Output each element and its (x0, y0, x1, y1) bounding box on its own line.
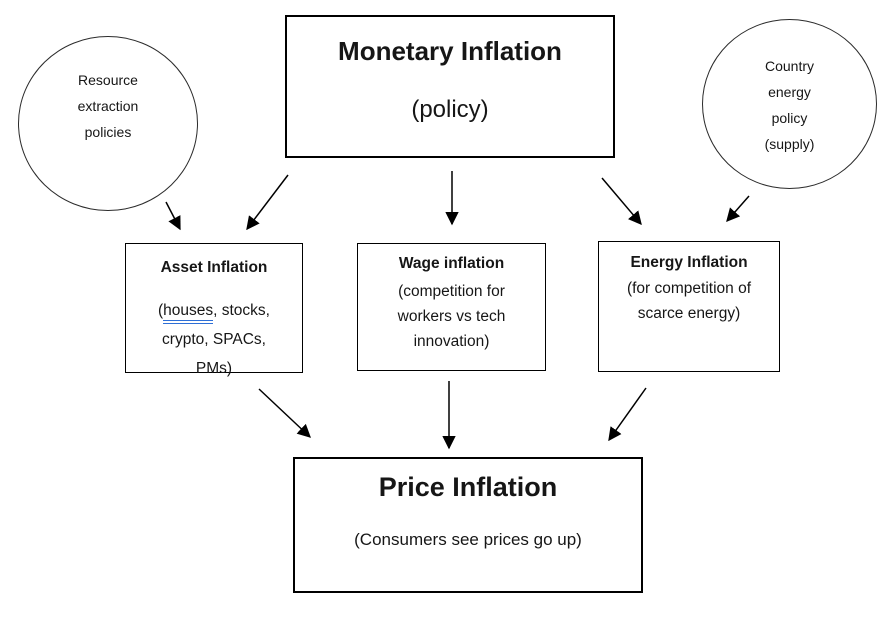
resource-circle-line: extraction (77, 98, 139, 114)
wage-inflation-body: (competition for workers vs tech innovat… (358, 279, 545, 354)
asset-line1-post: , stocks, (213, 302, 270, 319)
monetary-inflation-box: Monetary Inflation (policy) (285, 15, 615, 158)
country-energy-circle: Country energy policy (supply) (702, 19, 877, 189)
resource-circle-line: Resource (78, 72, 138, 88)
asset-line1-pre: ( (157, 302, 164, 319)
asset-body-line2: crypto, SPACs, (162, 331, 266, 348)
resource-circle-line: policies (84, 124, 132, 140)
asset-body-line3: PMs) (195, 360, 233, 377)
arrow-country-to-energy (726, 195, 750, 223)
energy-inflation-title: Energy Inflation (630, 254, 748, 271)
energy-body-line: scarce energy) (637, 305, 741, 322)
country-circle-line: Country (764, 58, 815, 74)
price-inflation-title: Price Inflation (378, 472, 558, 502)
arrow-asset-to-price (258, 388, 311, 438)
asset-inflation-title: Asset Inflation (160, 259, 268, 276)
arrow-monetary-to-energy (601, 177, 642, 226)
arrow-resource-to-asset (165, 201, 181, 231)
monetary-inflation-title: Monetary Inflation (338, 36, 562, 66)
wage-body-line: workers vs tech (397, 308, 506, 325)
arrow-monetary-to-asset (246, 174, 289, 231)
resource-extraction-circle: Resource extraction policies (18, 36, 198, 211)
wage-body-line: (competition for (398, 283, 505, 300)
energy-inflation-body: (for competition of scarce energy) (599, 276, 779, 326)
country-circle-line: policy (771, 110, 808, 126)
price-inflation-subtitle: (Consumers see prices go up) (354, 530, 582, 549)
country-circle-line: (supply) (764, 136, 815, 152)
wage-inflation-title: Wage inflation (398, 255, 505, 272)
asset-underlined-word: houses (163, 301, 214, 324)
country-circle-line: energy (768, 84, 811, 100)
asset-inflation-box: Asset Inflation (houses, stocks, crypto,… (125, 243, 303, 377)
monetary-inflation-subtitle: (policy) (411, 96, 489, 123)
arrow-energy-to-price (608, 387, 647, 442)
asset-body-line1: (houses, stocks, (126, 296, 302, 325)
energy-inflation-box: Energy Inflation (for competition of sca… (598, 241, 780, 372)
wage-body-line: innovation) (413, 333, 490, 350)
energy-body-line: (for competition of (626, 280, 752, 297)
price-inflation-box: Price Inflation (Consumers see prices go… (293, 457, 643, 593)
wage-inflation-box: Wage inflation (competition for workers … (357, 243, 546, 371)
asset-inflation-body: (houses, stocks, crypto, SPACs, PMs) (126, 296, 302, 383)
